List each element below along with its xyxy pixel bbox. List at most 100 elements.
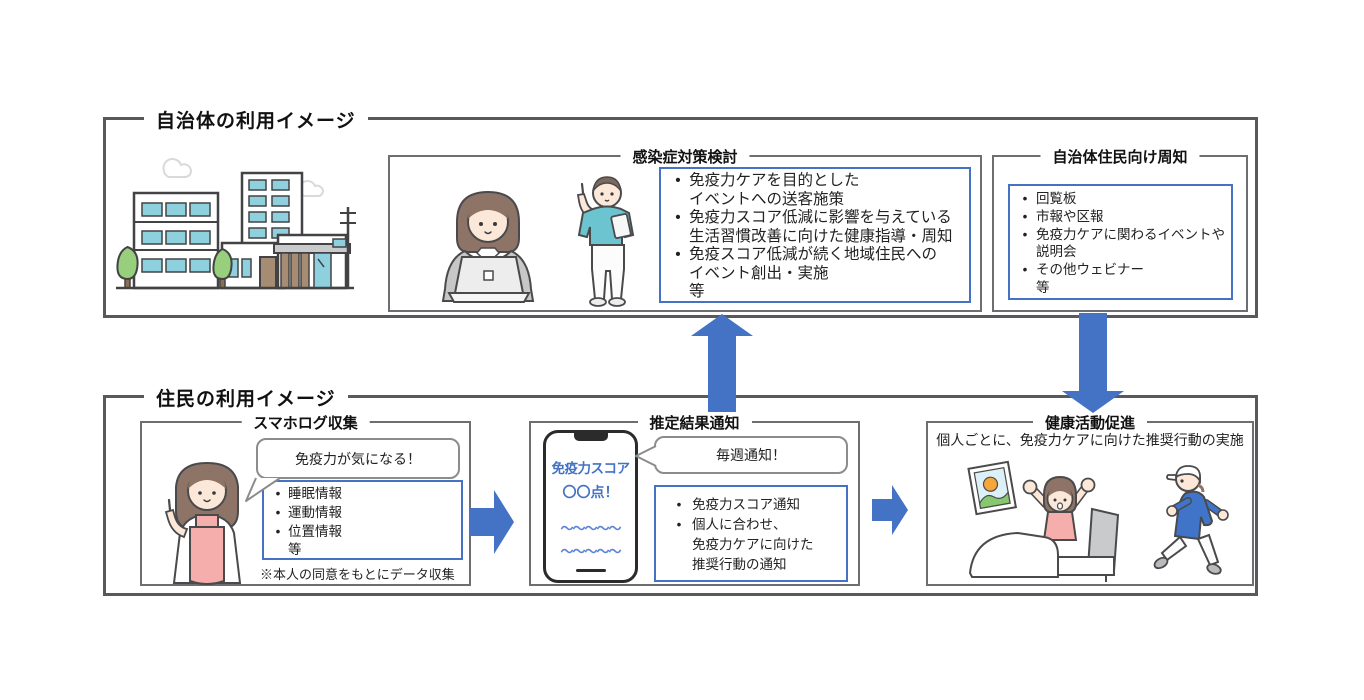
- list-item-text: 睡眠情報: [288, 486, 342, 501]
- list-item: 説明会: [1014, 243, 1229, 261]
- bullet-marker: •: [1022, 208, 1028, 224]
- phone-wave-line: ～～～～～: [560, 544, 621, 559]
- resident-awareness-list: • 回覧板 • 市報や区報 • 免疫力ケアに関わるイベントや: [1008, 184, 1233, 300]
- list-item-text: 推奨行動の通知: [692, 557, 787, 572]
- list-item: • 回覧板: [1014, 190, 1229, 208]
- bullet-marker: •: [275, 523, 281, 539]
- list-item-text: 位置情報: [288, 523, 342, 539]
- infection-measures-title: 感染症対策検討: [620, 146, 750, 167]
- list-item: • 睡眠情報: [268, 485, 459, 504]
- woman-with-laptop-illustration: [441, 190, 535, 303]
- list-item-text: 免疫力ケアに関わるイベントや: [1036, 226, 1225, 242]
- bullet-marker: [666, 555, 692, 575]
- health-promotion-title: 健康活動促進: [1032, 412, 1148, 433]
- bullet-marker: •: [676, 497, 682, 512]
- list-item: • 免疫力スコア通知: [666, 495, 844, 515]
- bullet-marker: [667, 265, 689, 284]
- list-item: イベント創出・実施: [667, 265, 967, 284]
- list-item-text: 免疫力スコア低減に影響を与えている: [689, 209, 952, 226]
- resident-speech-bubble: 免疫力が気になる！: [256, 438, 460, 479]
- list-item-text: 免疫力ケアに向けた: [692, 537, 814, 552]
- smartphone-log-box: スマホログ収集 免疫力が気になる！: [140, 412, 471, 586]
- bullet-marker: •: [1022, 191, 1028, 206]
- resident-awareness-box: 自治体住民向け周知 • 回覧板 • 市報や区報 • 免疫力ケアに: [992, 146, 1248, 312]
- right-arrow-icon: [470, 490, 514, 554]
- list-item-text: その他ウェビナー: [1036, 262, 1144, 278]
- list-item: イベントへの送客施策: [667, 191, 967, 210]
- phone-score-value: 〇〇点！: [562, 484, 619, 500]
- residents-frame: 住民の利用イメージ スマホログ収集 免疫力が気になる！: [103, 384, 1258, 596]
- bullet-marker: [667, 283, 689, 302]
- town-illustration: [116, 158, 356, 290]
- health-promotion-box: 健康活動促進 個人ごとに、免疫力ケアに向けた推奨行動の実施: [926, 412, 1254, 586]
- bullet-marker: •: [275, 504, 281, 520]
- bullet-marker: •: [1022, 262, 1028, 278]
- list-item: • 免疫力ケアに関わるイベントや: [1014, 226, 1229, 244]
- list-item-text: 等: [689, 283, 705, 300]
- weekly-notify-bubble: 毎週通知！: [654, 436, 848, 474]
- bullet-marker: [268, 541, 288, 560]
- list-item-text: 等: [1036, 279, 1050, 295]
- promotion-caption: 個人ごとに、免疫力ケアに向けた推奨行動の実施: [936, 432, 1244, 448]
- list-item: 生活習慣改善に向けた健康指導・周知: [667, 228, 967, 247]
- phone-score-label: 免疫力スコア: [551, 461, 631, 476]
- list-item-text: 説明会: [1036, 244, 1077, 260]
- list-item: • 個人に合わせ、: [666, 515, 844, 535]
- list-item: • 免疫力ケアを目的とした: [667, 172, 967, 191]
- list-item: 等: [268, 541, 459, 560]
- bullet-marker: •: [675, 172, 681, 189]
- smartphone-illustration: 免疫力スコア 〇〇点！ ～～～～～ ～～～～～: [543, 430, 638, 583]
- list-item-text: 免疫力スコア通知: [692, 497, 800, 512]
- speech-bubble-tail: [635, 445, 657, 467]
- bullet-marker: [667, 228, 689, 247]
- list-item: • 位置情報: [268, 523, 459, 542]
- infection-measures-list: • 免疫力ケアを目的とした イベントへの送客施策 • 免疫力スコア低減に影響を与…: [659, 167, 971, 303]
- list-item-text: 等: [288, 542, 302, 558]
- smartphone-log-title: スマホログ収集: [241, 412, 370, 433]
- bullet-marker: •: [1022, 226, 1028, 242]
- bullet-marker: •: [675, 209, 681, 226]
- list-item: 等: [1014, 279, 1229, 297]
- list-item-text: 免疫力ケアを目的とした: [689, 172, 860, 189]
- bullet-marker: [667, 191, 689, 210]
- list-item-text: 回覧板: [1036, 191, 1077, 206]
- list-item-text: 生活習慣改善に向けた健康指導・周知: [689, 227, 953, 245]
- estimation-notify-box: 推定結果通知 免疫力スコア 〇〇点！ ～～～～～ ～～～～～ 毎週通知！ • 免…: [529, 412, 860, 586]
- phone-home-bar: [575, 569, 606, 572]
- infection-measures-box: 感染症対策検討: [388, 146, 982, 312]
- list-item: • 免疫力スコア低減に影響を与えている: [667, 209, 967, 228]
- list-item: • 運動情報: [268, 504, 459, 523]
- list-item: 免疫力ケアに向けた: [666, 535, 844, 555]
- bullet-marker: [1014, 279, 1036, 297]
- municipality-title: 自治体の利用イメージ: [144, 106, 368, 133]
- list-item-text: 個人に合わせ、: [692, 517, 787, 532]
- right-arrow-icon: [872, 485, 908, 535]
- bullet-marker: [1014, 243, 1036, 261]
- person-jogging-illustration: [1153, 465, 1229, 575]
- phone-notch: [573, 433, 608, 441]
- list-item: 推奨行動の通知: [666, 555, 844, 575]
- woman-pointing-illustration: [164, 461, 242, 585]
- log-data-list: • 睡眠情報 • 運動情報 • 位置情報 等: [262, 480, 463, 560]
- list-item-text: イベント創出・実施: [689, 264, 829, 282]
- consent-note: ※本人の同意をもとにデータ収集: [260, 567, 455, 582]
- list-item: 等: [667, 283, 967, 302]
- municipality-frame: 自治体の利用イメージ: [103, 106, 1258, 318]
- resident-awareness-title: 自治体住民向け周知: [1040, 146, 1200, 167]
- down-arrow-icon: [1062, 313, 1124, 413]
- list-item-text: 市報や区報: [1036, 208, 1104, 224]
- list-item-text: 免疫スコア低減が続く地域住民への: [689, 246, 938, 263]
- phone-wave-line: ～～～～～: [560, 521, 621, 536]
- list-item-text: 運動情報: [288, 504, 342, 520]
- list-item: • その他ウェビナー: [1014, 261, 1229, 279]
- speech-bubble-tail: [245, 477, 281, 502]
- bullet-marker: •: [675, 246, 681, 263]
- up-arrow-icon: [691, 314, 753, 412]
- list-item: • 市報や区報: [1014, 208, 1229, 226]
- list-item-text: イベントへの送客施策: [689, 190, 845, 208]
- estimation-notify-title: 推定結果通知: [637, 412, 752, 433]
- man-with-clipboard-illustration: [576, 176, 635, 307]
- person-waking-up-illustration: [967, 460, 1120, 582]
- list-item: • 免疫スコア低減が続く地域住民への: [667, 246, 967, 265]
